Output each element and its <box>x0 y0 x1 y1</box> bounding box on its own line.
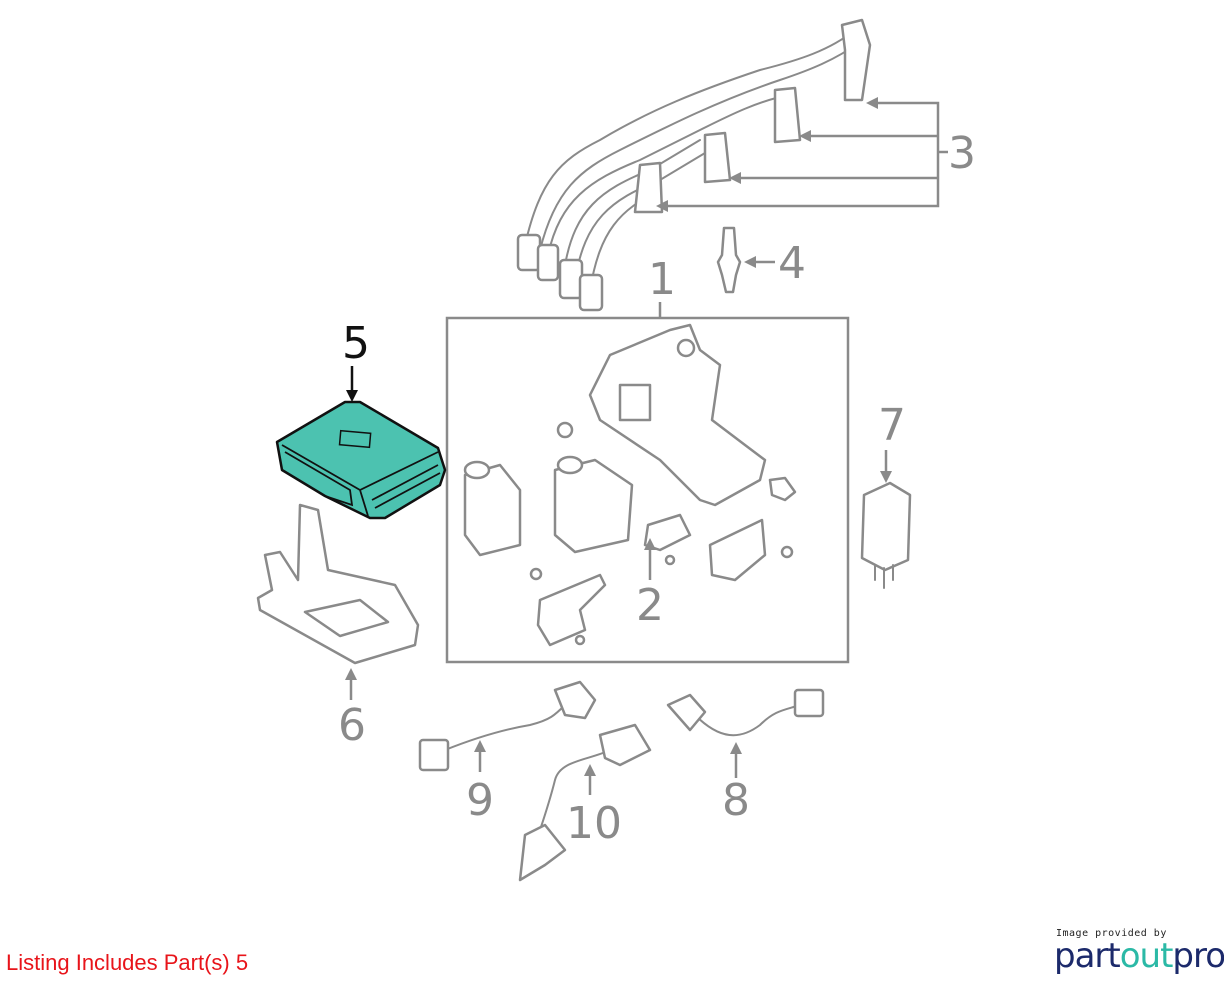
callout-4[interactable]: 4 <box>778 238 806 289</box>
partoutpro-logo: partoutpro <box>1054 936 1224 976</box>
callout-6[interactable]: 6 <box>338 700 366 751</box>
callout-8[interactable]: 8 <box>722 775 750 826</box>
logo-part: part <box>1054 936 1121 976</box>
logo-out: out <box>1119 936 1174 976</box>
callout-2[interactable]: 2 <box>636 580 664 631</box>
callout-5[interactable]: 5 <box>342 318 370 369</box>
spark-plug[interactable] <box>716 226 742 294</box>
engine-control-module[interactable] <box>275 400 447 520</box>
callout-3[interactable]: 3 <box>948 128 976 179</box>
sensor-10[interactable] <box>518 723 652 882</box>
relay[interactable] <box>860 481 912 589</box>
callout-9[interactable]: 9 <box>466 775 494 826</box>
ignition-coil-assembly[interactable] <box>463 323 797 647</box>
callout-10[interactable]: 10 <box>566 798 622 849</box>
callout-7[interactable]: 7 <box>878 400 906 451</box>
callout-1[interactable]: 1 <box>648 254 676 305</box>
sensor-8[interactable] <box>666 688 825 737</box>
ecu-bracket[interactable] <box>256 503 420 665</box>
ignition-wire-set[interactable] <box>516 18 872 312</box>
image-credit-caption: Image provided by <box>1056 928 1167 939</box>
sensor-9[interactable] <box>418 680 597 772</box>
ignition-coil-assembly-box <box>445 316 850 664</box>
listing-includes-text: Listing Includes Part(s) 5 <box>6 950 249 975</box>
logo-pro: pro <box>1172 936 1224 976</box>
